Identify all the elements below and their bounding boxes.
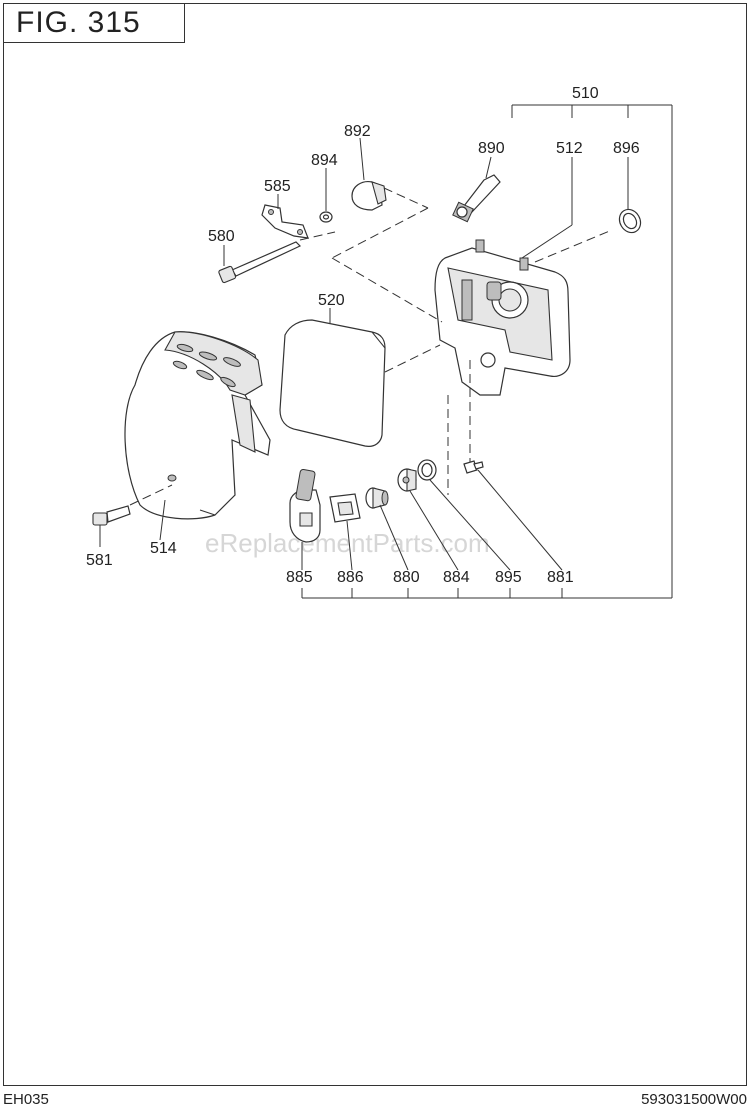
leader-lines <box>99 137 629 571</box>
part-896-ring <box>618 208 642 234</box>
part-892-plate <box>351 181 387 211</box>
label-585: 585 <box>264 178 291 195</box>
part-894-washer <box>319 211 333 223</box>
drawing-frame <box>3 3 747 1086</box>
label-894: 894 <box>311 152 338 169</box>
label-892: 892 <box>344 123 371 140</box>
label-510: 510 <box>572 85 599 102</box>
part-520-filter <box>279 319 386 447</box>
label-896: 896 <box>613 140 640 157</box>
part-514-cover <box>124 331 271 520</box>
footer-doc-number: 593031500W00 <box>641 1091 747 1108</box>
assembly-lines <box>299 187 613 495</box>
group-bracket-510 <box>301 104 673 599</box>
part-880-knob <box>365 487 389 509</box>
figure-title: FIG. 315 <box>3 3 185 43</box>
label-885: 885 <box>286 569 313 586</box>
part-585-bracket <box>261 204 309 239</box>
label-884: 884 <box>443 569 470 586</box>
label-886: 886 <box>337 569 364 586</box>
label-880: 880 <box>393 569 420 586</box>
part-580-bolt <box>218 241 302 284</box>
part-890-lever <box>452 174 501 223</box>
part-881-screw <box>463 460 484 474</box>
part-886-gasket <box>329 493 361 523</box>
label-514: 514 <box>150 540 177 557</box>
label-881: 881 <box>547 569 574 586</box>
label-520: 520 <box>318 292 345 309</box>
part-884-disc <box>397 468 417 492</box>
label-580: 580 <box>208 228 235 245</box>
label-890: 890 <box>478 140 505 157</box>
label-895: 895 <box>495 569 522 586</box>
footer-model: EH035 <box>3 1091 49 1108</box>
part-885-part <box>289 468 321 543</box>
part-895-oring <box>417 459 437 481</box>
label-581: 581 <box>86 552 113 569</box>
watermark-text: eReplacementParts.com <box>205 528 490 558</box>
part-512-housing <box>434 239 571 396</box>
label-512: 512 <box>556 140 583 157</box>
part-581-bolt <box>92 484 173 526</box>
